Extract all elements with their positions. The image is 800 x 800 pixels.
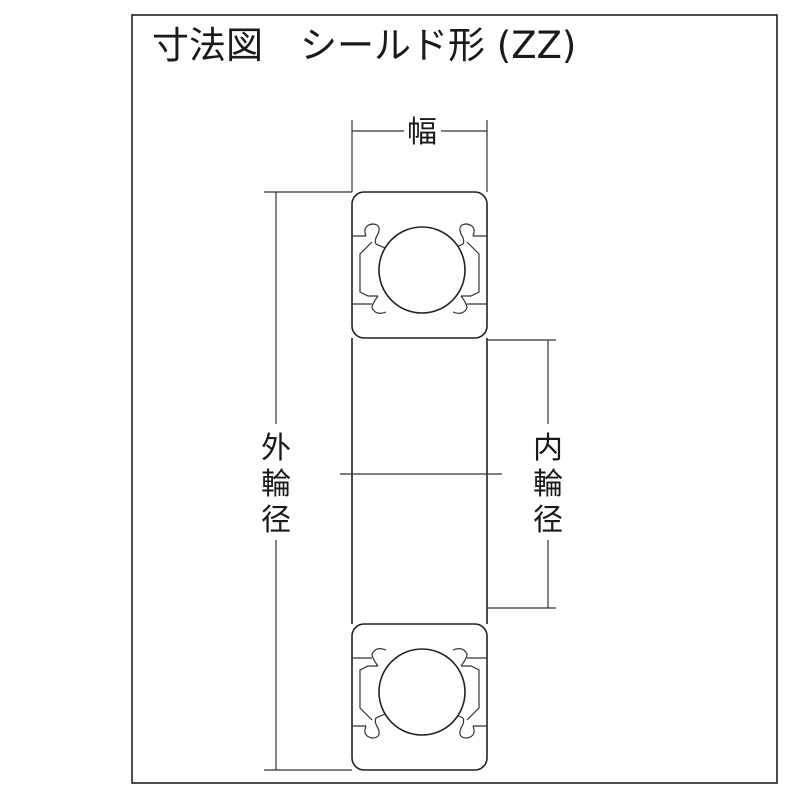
inner-diameter-label-2: 輪 <box>533 467 563 502</box>
inner-diameter-dimension: 内 輪 径 <box>487 339 563 609</box>
diagram-title: 寸法図 シールド形 (ZZ) <box>152 24 576 67</box>
width-label: 幅 <box>407 115 437 150</box>
bearing-bore-lines <box>351 338 488 624</box>
inner-diameter-label-1: 内 <box>533 431 563 466</box>
inner-diameter-label-3: 径 <box>533 503 563 538</box>
width-dimension: 幅 <box>351 115 488 192</box>
outer-diameter-dimension: 外 輪 径 <box>261 191 352 771</box>
outer-diameter-label-3: 径 <box>261 503 291 538</box>
frame-border <box>131 14 778 784</box>
bearing-top-section <box>351 191 488 339</box>
bearing-bottom-section <box>351 623 488 771</box>
outer-diameter-label-2: 輪 <box>261 467 291 502</box>
outer-diameter-label-1: 外 <box>261 431 291 466</box>
